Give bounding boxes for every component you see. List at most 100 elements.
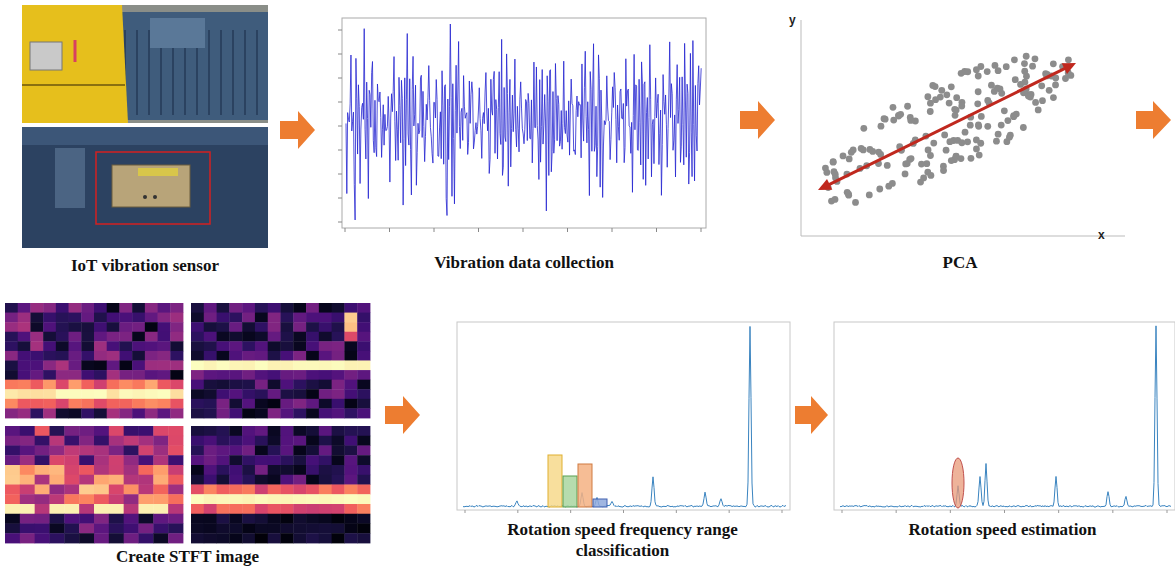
data-point bbox=[929, 82, 936, 89]
flow-arrow bbox=[795, 396, 828, 434]
stft-cell bbox=[319, 380, 332, 390]
spectrum-line bbox=[463, 326, 786, 507]
stft-cell bbox=[332, 494, 345, 504]
stft-cell bbox=[119, 332, 132, 342]
stft-cell bbox=[191, 475, 204, 485]
data-point bbox=[968, 155, 975, 162]
data-point bbox=[881, 115, 888, 122]
tick-mark bbox=[389, 228, 390, 232]
flow-arrow bbox=[385, 396, 420, 434]
stft-cell bbox=[217, 533, 230, 543]
stft-cell bbox=[124, 504, 139, 514]
data-point bbox=[943, 147, 950, 154]
stft-cell bbox=[204, 446, 217, 456]
stft-cell bbox=[281, 524, 294, 534]
stft-cell bbox=[293, 533, 306, 543]
tick-mark bbox=[338, 102, 342, 103]
stft-cell bbox=[5, 341, 18, 351]
stft-cell bbox=[268, 389, 281, 399]
stage-panel: Rotation speed estimation bbox=[830, 322, 1175, 541]
data-point bbox=[823, 169, 830, 176]
data-point bbox=[1011, 56, 1018, 63]
stft-cell bbox=[217, 475, 230, 485]
tick-mark bbox=[338, 198, 342, 199]
stft-cell bbox=[132, 399, 145, 409]
stft-cell bbox=[357, 370, 370, 380]
stft-cell bbox=[119, 322, 132, 332]
stft-cell bbox=[30, 341, 43, 351]
stft-cell bbox=[306, 332, 319, 342]
data-point bbox=[918, 161, 925, 168]
stft-cell bbox=[191, 380, 204, 390]
stft-images bbox=[5, 303, 370, 543]
stft-cell bbox=[170, 408, 183, 418]
stft-cell bbox=[119, 303, 132, 313]
stft-cell bbox=[344, 475, 357, 485]
stft-cell bbox=[306, 465, 319, 475]
spectrum-line bbox=[840, 326, 1171, 507]
data-point bbox=[1032, 99, 1039, 106]
stft-cell bbox=[124, 475, 139, 485]
stft-cell bbox=[332, 351, 345, 361]
stft-cell bbox=[306, 380, 319, 390]
stft-cell bbox=[30, 361, 43, 371]
stft-cell bbox=[319, 436, 332, 446]
stft-cell bbox=[217, 504, 230, 514]
stft-cell bbox=[5, 399, 18, 409]
stft-cell bbox=[191, 332, 204, 342]
stft-cell bbox=[5, 389, 18, 399]
stft-cell bbox=[81, 380, 94, 390]
stft-cell bbox=[158, 303, 171, 313]
stft-cell bbox=[20, 426, 35, 436]
stft-cell bbox=[255, 303, 268, 313]
stft-cell bbox=[5, 533, 20, 543]
stft-cell bbox=[268, 408, 281, 418]
stft-cell bbox=[281, 465, 294, 475]
stft-cell bbox=[357, 389, 370, 399]
data-point bbox=[973, 66, 980, 73]
stft-cell bbox=[268, 494, 281, 504]
continue-arrow bbox=[1136, 101, 1171, 139]
stft-cell bbox=[145, 332, 158, 342]
stft-cell bbox=[344, 533, 357, 543]
stft-cell bbox=[5, 436, 20, 446]
stft-cell bbox=[153, 475, 168, 485]
stft-cell bbox=[255, 399, 268, 409]
stft-cell bbox=[344, 514, 357, 524]
stft-cell bbox=[242, 322, 255, 332]
vibration-signal bbox=[346, 24, 701, 220]
stft-cell bbox=[109, 475, 124, 485]
data-point bbox=[850, 147, 857, 154]
photo-divider bbox=[22, 123, 268, 127]
stft-cell bbox=[145, 380, 158, 390]
tick-mark bbox=[896, 510, 897, 513]
stft-cell bbox=[319, 370, 332, 380]
stft-cell bbox=[268, 465, 281, 475]
stft-cell bbox=[344, 313, 357, 323]
stft-cell bbox=[319, 465, 332, 475]
motor-fin bbox=[220, 30, 222, 115]
stft-cell bbox=[50, 436, 65, 446]
stft-cell bbox=[94, 524, 109, 534]
stft-cell bbox=[20, 485, 35, 495]
stft-cell bbox=[332, 465, 345, 475]
data-point bbox=[1007, 132, 1014, 139]
stft-cell bbox=[242, 446, 255, 456]
motor-fin bbox=[208, 30, 210, 115]
stft-cell bbox=[191, 389, 204, 399]
stft-cell bbox=[109, 504, 124, 514]
tick-mark bbox=[517, 510, 518, 513]
stft-cell bbox=[64, 485, 79, 495]
stft-cell bbox=[81, 341, 94, 351]
stft-cell bbox=[281, 322, 294, 332]
stft-cell bbox=[94, 322, 107, 332]
stft-cell bbox=[281, 399, 294, 409]
stft-cell bbox=[319, 426, 332, 436]
stft-cell bbox=[242, 514, 255, 524]
data-point bbox=[930, 140, 937, 147]
stft-cell bbox=[268, 436, 281, 446]
stft-cell bbox=[357, 485, 370, 495]
stft-cell bbox=[35, 504, 50, 514]
stft-cell bbox=[357, 426, 370, 436]
